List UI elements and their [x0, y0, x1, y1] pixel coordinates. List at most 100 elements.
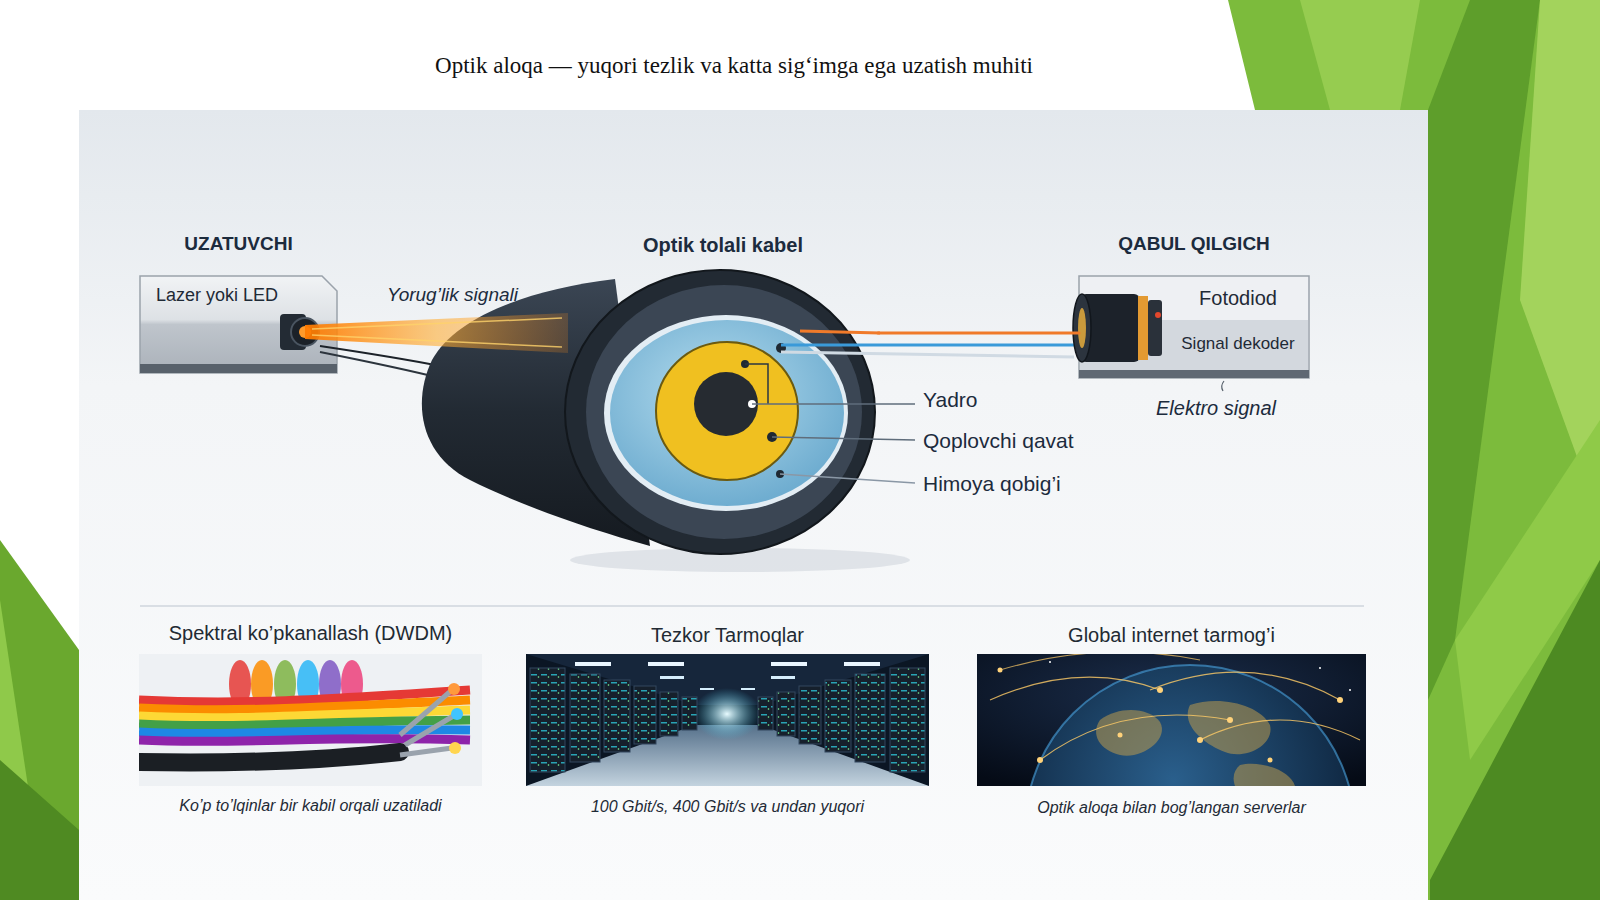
- green-shape: [1430, 560, 1600, 900]
- server-rack: [682, 697, 697, 730]
- server-rack: [855, 674, 885, 762]
- ceiling-light: [648, 662, 684, 666]
- device-label: Fotodiod: [1199, 286, 1277, 310]
- light-beam-glow: [305, 313, 568, 353]
- dwdm-image: [139, 654, 482, 786]
- image-ground: [139, 654, 482, 786]
- section-heading: Optik tolali kabel: [643, 233, 803, 257]
- green-shape: [0, 760, 79, 900]
- globe: [1025, 665, 1355, 786]
- edge-label: Yorug’lik signali: [387, 284, 518, 307]
- ceiling-light: [660, 676, 684, 679]
- transmitter-device: [140, 276, 337, 373]
- transmitter-box: UZATUVCHILazer yoki LED: [140, 276, 337, 373]
- server-rack: [825, 680, 851, 752]
- section-heading: UZATUVCHI: [184, 233, 292, 256]
- leader-line: [772, 437, 915, 440]
- device-label: Lazer yoki LED: [156, 285, 278, 307]
- device-base: [140, 364, 337, 373]
- feature-panel: Global internet tarmog’iOptik aloqa bila…: [977, 620, 1366, 816]
- fiber-cable: Optik tolali kabel: [568, 271, 878, 555]
- panel-caption: Ko’p to’lqinlar bir kabil orqali uzatila…: [179, 796, 441, 815]
- callout-label: Qoplovchi qavat: [923, 428, 1074, 453]
- cladding: [656, 342, 798, 480]
- color-band: [139, 720, 470, 726]
- device-label: Signal dekoder: [1181, 334, 1294, 354]
- network-node: [1197, 737, 1203, 743]
- server-rack: [570, 674, 600, 762]
- connector-group: [337, 332, 1079, 333]
- callout-label: Himoya qobig’i: [923, 471, 1061, 496]
- light-ray: [312, 318, 562, 329]
- leader-line: [752, 403, 915, 405]
- separator-line: [140, 605, 1364, 607]
- green-shape: [1300, 0, 1420, 110]
- receiver-box: QABUL QILGICHFotodiodSignal dekoder: [1079, 276, 1309, 378]
- receiver-device: [1073, 276, 1309, 391]
- indicator-led: [1155, 312, 1161, 318]
- tip-glow: [449, 742, 461, 754]
- green-shape: [0, 540, 79, 900]
- star: [1319, 667, 1321, 669]
- server-rack: [634, 686, 656, 744]
- network-node: [1037, 757, 1043, 763]
- fiber-line: [878, 332, 1079, 335]
- server-rack: [758, 697, 773, 730]
- device-base: [1079, 370, 1309, 378]
- wire: [320, 352, 440, 378]
- light-ray: [312, 335, 562, 347]
- section-heading: QABUL QILGICH: [1118, 233, 1270, 256]
- ceiling-light: [771, 676, 795, 679]
- server-rack: [890, 668, 925, 772]
- ceiling-light: [741, 688, 755, 690]
- fiber-strand: [781, 352, 1074, 357]
- slide-title: Optik aloqa — yuqori tezlik va katta sig…: [435, 52, 1033, 80]
- leader-line: [1222, 381, 1224, 391]
- device-housing: [140, 276, 337, 373]
- star: [1349, 689, 1351, 691]
- fiber-strand: [800, 331, 880, 333]
- panel-caption: Optik aloqa bilan bog’langan serverlar: [1037, 798, 1306, 817]
- leader-line: [745, 364, 768, 404]
- fiber-tip: [405, 715, 455, 745]
- feature-panel: Tezkor Tarmoqlar100 Gbit/s, 400 Gbit/s v…: [526, 620, 929, 816]
- network-node: [1227, 717, 1233, 723]
- feature-panel: Spektral ko’pkanallash (DWDM) Ko’p to’lqi…: [139, 620, 482, 816]
- cable-cross-section: [565, 270, 915, 554]
- network-arc: [1150, 672, 1340, 700]
- network-node: [1118, 733, 1123, 738]
- server-rack: [604, 680, 630, 752]
- tip-glow: [448, 683, 460, 695]
- network-node: [1268, 758, 1273, 763]
- device-housing: [1079, 276, 1309, 378]
- outer-jacket: [565, 270, 875, 554]
- photodiode-back: [1148, 300, 1162, 356]
- panel-heading: Spektral ko’pkanallash (DWDM): [169, 621, 452, 645]
- ceiling-light: [771, 662, 807, 666]
- leader-line: [780, 474, 915, 483]
- panel-caption: 100 Gbit/s, 400 Gbit/s va undan yuqori: [591, 797, 864, 816]
- continent: [1096, 710, 1162, 756]
- corridor-glow: [693, 688, 761, 740]
- light-beam: [337, 330, 568, 335]
- network-arc: [1200, 720, 1360, 740]
- server-rack: [777, 692, 795, 736]
- fiber-tip: [400, 748, 452, 755]
- callout-label: Yadro: [923, 387, 977, 412]
- network-arc: [990, 677, 1160, 700]
- network-node: [998, 668, 1003, 673]
- server-rack: [799, 686, 821, 744]
- network-node: [1157, 687, 1163, 693]
- fiber-tip: [400, 690, 452, 735]
- buffer-layer: [610, 320, 844, 506]
- fiber-strand: [781, 344, 1074, 347]
- server-rack: [660, 692, 678, 736]
- color-band: [139, 739, 470, 742]
- ceiling-light: [844, 662, 880, 666]
- black-cable: [139, 752, 400, 763]
- photodiode-front: [1073, 294, 1091, 362]
- network-node: [1337, 697, 1343, 703]
